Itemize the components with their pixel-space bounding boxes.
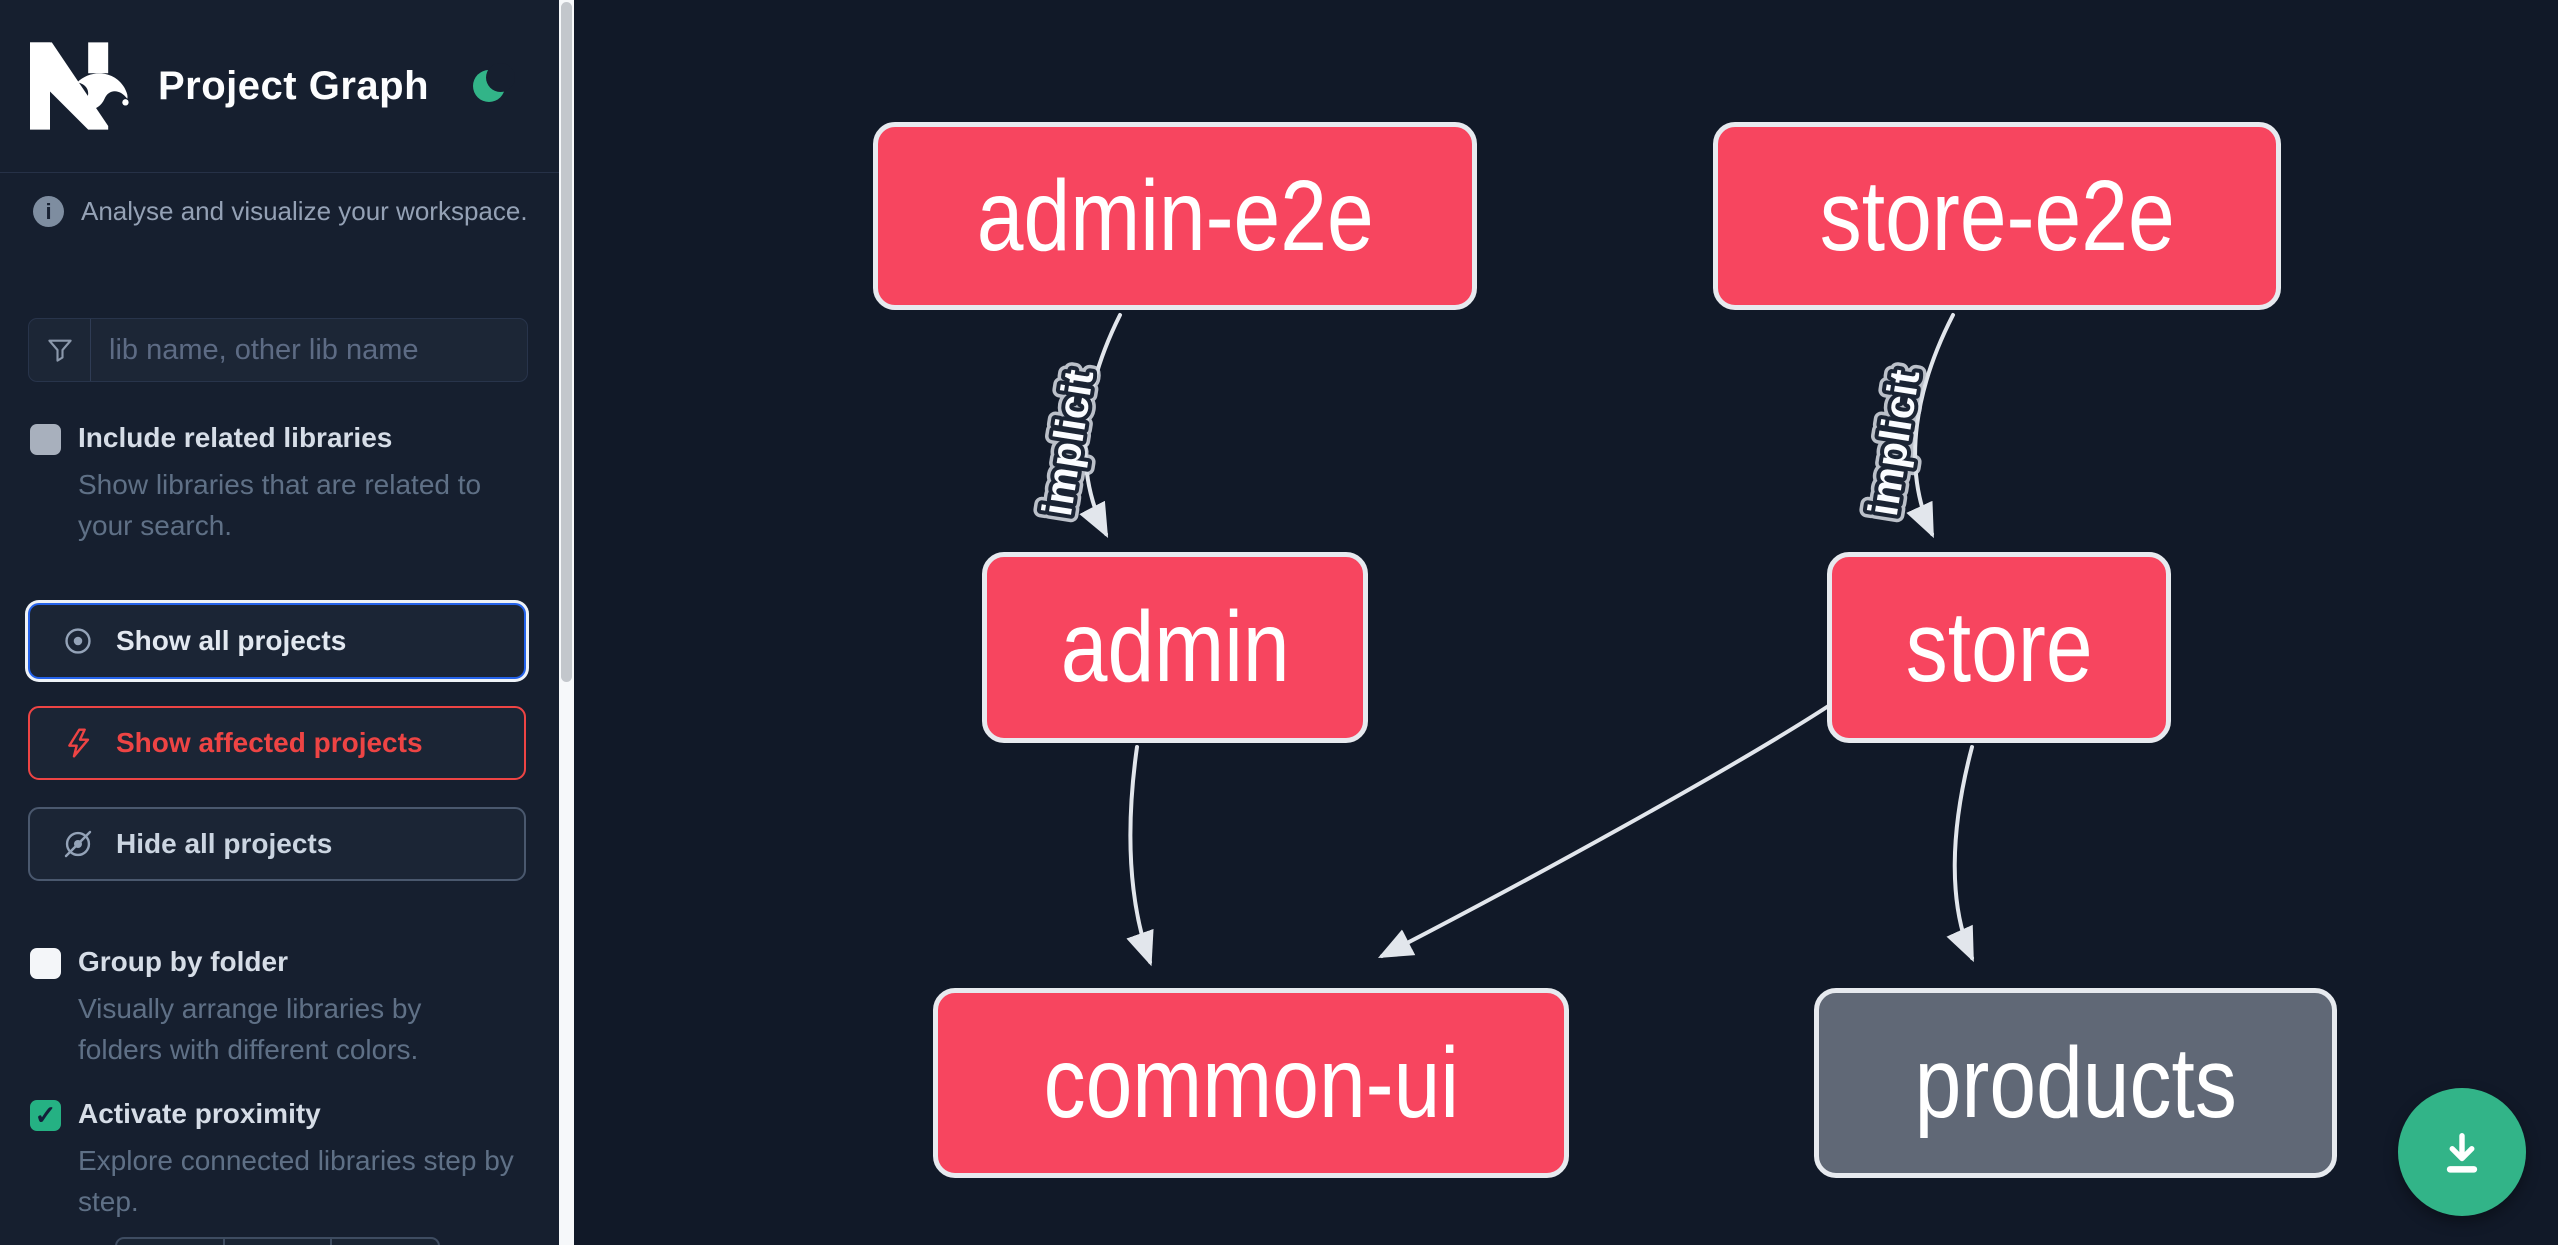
option-description: Show libraries that are related to your … bbox=[78, 469, 482, 541]
sidebar-header: Project Graph bbox=[0, 0, 559, 173]
option-description: Explore connected libraries step by step… bbox=[78, 1145, 514, 1217]
node-label: store-e2e bbox=[1819, 159, 2175, 272]
node-label: admin bbox=[1060, 591, 1290, 703]
app-title: Project Graph bbox=[158, 63, 430, 108]
option-label: Group by folder bbox=[78, 946, 288, 977]
tagline-text: Analyse and visualize your workspace. bbox=[81, 196, 528, 226]
node-label: admin-e2e bbox=[976, 159, 1374, 272]
show-affected-projects-button[interactable]: Show affected projects bbox=[28, 706, 526, 780]
option-label: Include related libraries bbox=[78, 422, 393, 453]
tagline-row: i Analyse and visualize your workspace. bbox=[33, 196, 528, 227]
eye-icon bbox=[65, 628, 91, 654]
project-node-store[interactable]: store bbox=[1827, 552, 2171, 743]
button-label: Show affected projects bbox=[116, 727, 423, 758]
checkbox-activate-proximity[interactable]: ✓ bbox=[30, 1100, 61, 1131]
edge-store-e2e-to-store bbox=[1906, 313, 1955, 539]
download-image-button[interactable] bbox=[2398, 1088, 2526, 1216]
project-node-products[interactable]: products bbox=[1814, 988, 2337, 1178]
sidebar: Project Graph i Analyse and visualize yo… bbox=[0, 0, 559, 1245]
nx-logo-icon bbox=[30, 42, 129, 130]
button-label: Hide all projects bbox=[116, 828, 333, 859]
edge-admin-e2e-to-admin bbox=[1079, 313, 1122, 538]
eye-off-icon bbox=[64, 830, 92, 858]
option-description: Visually arrange libraries by folders wi… bbox=[78, 993, 422, 1065]
edge-store-to-products bbox=[1946, 745, 1974, 963]
option-label: Activate proximity bbox=[78, 1098, 321, 1129]
filter-icon bbox=[29, 319, 91, 381]
dependency-edges: implicit implicit implicit implicit impl… bbox=[1025, 313, 1974, 967]
stepper-decrement[interactable] bbox=[117, 1239, 225, 1245]
checkbox-group-by-folder[interactable] bbox=[30, 948, 61, 979]
show-all-projects-button[interactable]: Show all projects bbox=[28, 603, 526, 679]
bolt-icon bbox=[68, 728, 90, 758]
search-box bbox=[28, 318, 528, 382]
button-label: Show all projects bbox=[116, 625, 347, 656]
project-node-admin[interactable]: admin bbox=[982, 552, 1368, 743]
search-input[interactable] bbox=[91, 319, 527, 381]
hide-all-projects-button[interactable]: Hide all projects bbox=[28, 807, 526, 881]
check-icon: ✓ bbox=[34, 1100, 57, 1130]
scrollbar-thumb[interactable] bbox=[561, 2, 572, 682]
download-icon bbox=[2446, 1133, 2478, 1173]
project-node-store-e2e[interactable]: store-e2e bbox=[1713, 122, 2281, 310]
node-label: products bbox=[1914, 1026, 2237, 1139]
project-node-common-ui[interactable]: common-ui bbox=[933, 988, 1569, 1178]
node-label: store bbox=[1905, 591, 2093, 703]
project-node-admin-e2e[interactable]: admin-e2e bbox=[873, 122, 1477, 310]
edge-admin-to-common-ui bbox=[1126, 745, 1154, 967]
node-label: common-ui bbox=[1043, 1026, 1459, 1139]
theme-toggle-moon-icon[interactable] bbox=[473, 63, 515, 103]
stepper-value bbox=[225, 1239, 333, 1245]
info-icon: i bbox=[33, 196, 64, 227]
proximity-stepper[interactable] bbox=[115, 1237, 440, 1245]
stepper-increment[interactable] bbox=[332, 1239, 438, 1245]
edge-store-to-common-ui bbox=[1377, 703, 1832, 959]
sidebar-scrollbar[interactable] bbox=[559, 0, 574, 1245]
checkbox-include-related-libraries[interactable] bbox=[30, 424, 61, 455]
